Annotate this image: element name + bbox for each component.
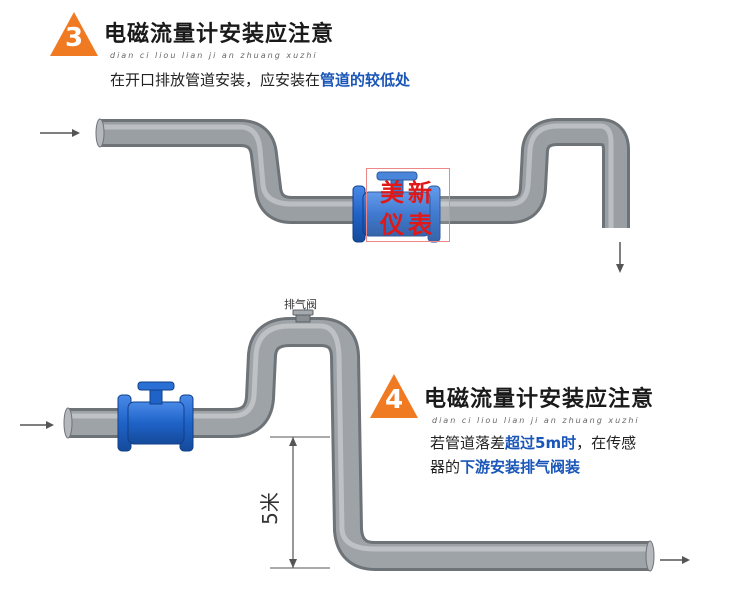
bottom-outflow-arrow: [660, 556, 690, 564]
step4-description-line1: 若管道落差超过5m时，在传感: [430, 432, 636, 453]
step4-desc1-highlight: 超过5m时: [505, 434, 577, 452]
step4-title: 电磁流量计安装应注意: [424, 387, 655, 412]
bottom-flow-meter: [117, 381, 194, 452]
step4-badge: 4: [368, 372, 420, 420]
exhaust-valve: [292, 309, 314, 323]
step3-number: 3: [64, 23, 84, 53]
top-flow-meter: [352, 171, 441, 243]
step4-desc1-suffix: ，在传感: [576, 434, 637, 452]
watermark-line1: 美新: [380, 179, 436, 207]
height-label: 5米: [257, 492, 282, 525]
bottom-inflow-arrow: [20, 421, 54, 429]
exhaust-valve-label: 排气阀: [284, 298, 317, 311]
step3-pinyin: dian ci liou lian ji an zhuang xuzhi: [110, 51, 318, 60]
step4-pinyin: dian ci liou lian ji an zhuang xuzhi: [432, 416, 640, 425]
step4-desc2-prefix: 器的: [430, 458, 461, 476]
top-inflow-arrow: [40, 129, 80, 137]
step3-title: 电磁流量计安装应注意: [104, 22, 335, 47]
step4-desc2-highlight: 下游安装排气阀装: [460, 458, 581, 476]
step4-desc1-prefix: 若管道落差: [430, 434, 506, 452]
step3-badge: 3: [48, 10, 100, 58]
step3-desc-highlight: 管道的较低处: [320, 71, 411, 89]
step3-description: 在开口排放管道安装，应安装在管道的较低处: [110, 69, 410, 90]
step4-description-line2: 器的下游安装排气阀装: [430, 456, 580, 477]
step4-number: 4: [384, 385, 404, 415]
watermark-line2: 仪表: [380, 211, 436, 239]
top-outflow-arrow: [616, 242, 624, 273]
watermark-stamp: 美新 仪表: [366, 168, 450, 242]
step3-desc-text: 在开口排放管道安装，应安装在: [110, 71, 321, 89]
height-dimension: [270, 436, 330, 569]
